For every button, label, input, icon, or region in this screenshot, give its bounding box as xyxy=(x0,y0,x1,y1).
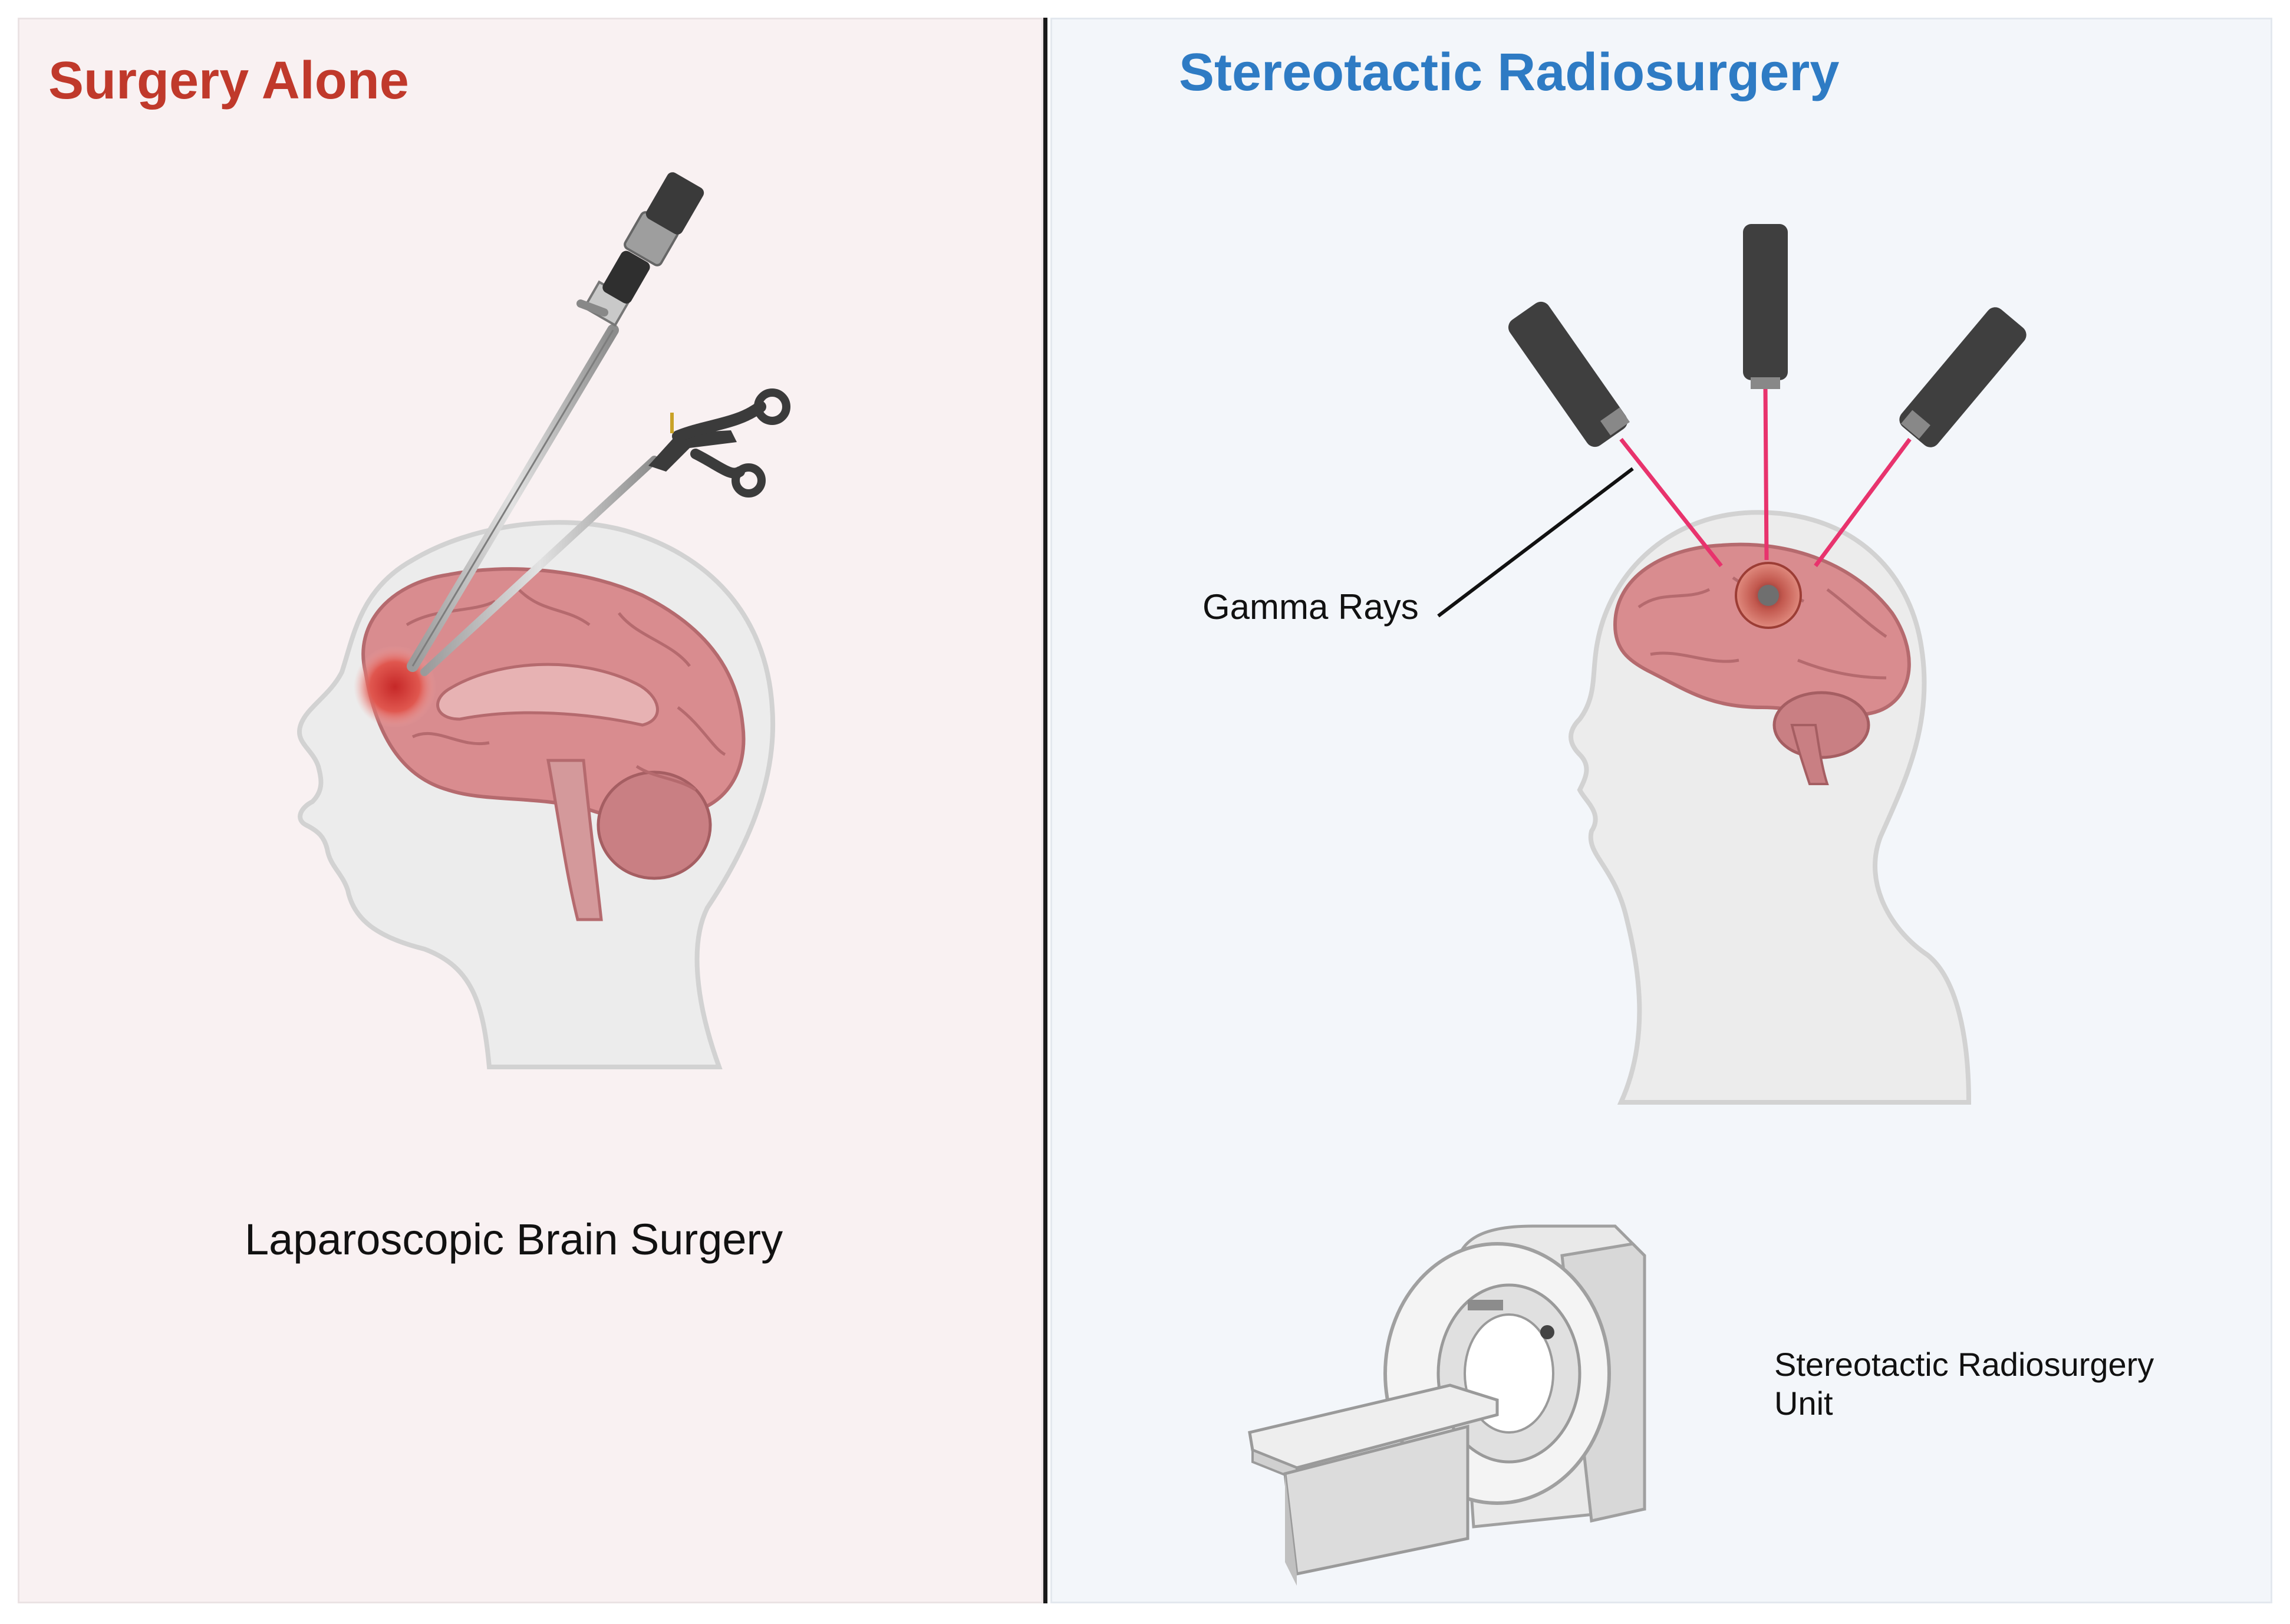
gamma-emitter-icon xyxy=(1508,301,1630,447)
brain-icon xyxy=(1613,542,1911,785)
gamma-beams xyxy=(1619,386,1912,568)
radiosurgery-unit-label-line2: Unit xyxy=(1774,1385,1833,1422)
surgery-alone-title: Surgery Alone xyxy=(48,51,409,110)
gamma-rays-label: Gamma Rays xyxy=(1202,587,1419,627)
gamma-emitter-icon xyxy=(1743,224,1788,389)
laparoscope-icon xyxy=(407,172,704,672)
radiosurgery-title: Stereotactic Radiosurgery xyxy=(1179,43,1840,102)
lesion-core xyxy=(1758,585,1779,606)
gamma-pointer-line xyxy=(1437,467,1634,618)
gamma-emitter-icon xyxy=(1899,307,2027,447)
radiosurgery-machine-icon xyxy=(1248,1224,1646,1586)
laparoscopic-caption: Laparoscopic Brain Surgery xyxy=(245,1215,783,1264)
radiosurgery-unit-label-line1: Stereotactic Radiosurgery xyxy=(1774,1346,2154,1383)
panel-divider xyxy=(1043,18,1047,1603)
grasper-icon xyxy=(420,388,790,676)
